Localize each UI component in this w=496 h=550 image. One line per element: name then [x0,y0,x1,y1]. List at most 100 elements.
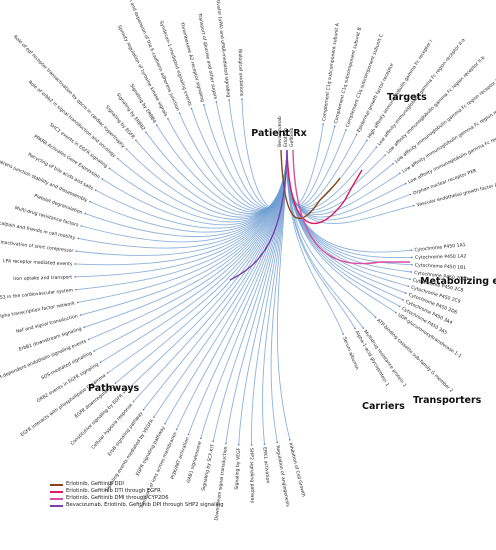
leaf-node [395,311,397,314]
leaf-node [203,103,205,106]
leaf-node [74,276,76,278]
pathways-label: Biological oxidations [237,49,245,97]
highlight-path [292,149,410,265]
leaf-node [80,225,83,227]
edge [286,149,406,218]
leaf-node [228,99,230,101]
legend-swatch [50,497,63,500]
leaf-node [175,428,178,431]
leaf-node [164,422,166,425]
edge [286,149,376,318]
category-pathways: Pathways [88,383,140,394]
leaf-node [276,441,279,444]
leaf-node [409,278,411,280]
pathways-label: SHP2 signaling pathway [248,448,255,504]
leaf-node [225,442,227,445]
pathways-label: GAB1 signalosome [186,440,204,483]
legend-swatch [50,504,63,507]
edge-bundle [74,98,415,446]
legend-item: Erlotinib, Gefitinib DTI through EGFR [50,488,224,495]
leaf-node [84,212,86,215]
legend-item: Erlotinib, Gefitinib DDI [50,481,224,488]
legend-label: Bevacizumab, Erlotinib, Gefitinib DPI th… [66,502,224,508]
pathways-label: Role of egf receptor transactivation by … [12,34,126,149]
leaf-node [212,440,215,443]
leaf-node [237,443,240,446]
edge [286,149,344,335]
leaf-node [375,146,378,148]
leaf-node [399,172,401,175]
leaf-node [89,200,91,203]
leaf-node [145,131,147,134]
edge [191,108,288,210]
leaf-labels: Complement C1q subcomponent subunit ACom… [0,0,496,521]
leaf-node [75,250,78,252]
pathways-label: Signaling by VEGF [234,447,242,490]
enzymes-label: Cytochrome P450 1B1 [415,262,467,271]
leaf-node [366,139,368,142]
edge [203,104,288,209]
leaf-node [108,167,111,170]
leaf-node [409,193,412,196]
leaf-node [99,361,102,364]
leaf-node [142,408,145,411]
leaf-node [167,117,169,120]
edge [286,149,409,287]
pathways-label: Syndecan-1-mediated signaling events [158,20,193,107]
leaf-node [402,299,404,301]
leaf-node [76,301,79,304]
leaf-node [413,204,415,207]
leaf-node [155,124,158,126]
leaf-node [410,271,413,273]
edge [286,149,397,313]
edge [215,101,288,209]
leaf-node [289,439,291,441]
leaf-node [132,400,135,403]
leaf-node [187,433,190,436]
pathways-label: ERK1 activation [261,447,270,484]
legend-item: Bevacizumab, Erlotinib, Gefitinib DPI th… [50,502,224,509]
leaf-node [87,338,90,341]
legend-label: Erlotinib, Gefitinib DTI through EGFR [66,488,161,494]
pathways-label: Cellular hypoxia response [90,402,134,451]
leaf-node [79,314,82,316]
pathways-label: Hypoxia and p53 in the cardiovascular sy… [0,287,74,304]
leaf-node [123,391,125,394]
pathways-label: Iron uptake and transport [13,274,72,282]
leaf-node [398,305,401,308]
leaf-node [190,107,193,110]
leaf-node [241,98,243,100]
leaf-node [333,125,336,128]
leaf-node [199,437,202,440]
leaf-node [114,382,117,384]
leaf-node [75,288,77,291]
leaf-node [153,416,155,418]
leaf-node [83,326,85,329]
leaf-node [384,154,387,156]
leaf-node [407,285,410,288]
targets-label: Low affinity immunoglobulin gamma Fc reg… [407,119,496,186]
leaf-node [250,444,253,446]
enzymes-label: Cytochrome P450 1A1 [414,242,466,253]
highlight-paths [229,149,410,281]
category-transporters: Transporters [413,395,482,406]
drug-label: Gefitinib [289,127,295,147]
leaf-node [135,139,137,142]
leaf-node [215,101,218,103]
enzymes-label: UDP-glucuronosyltransferase 1-1 [396,312,462,359]
legend-label: Erlotinib, Gefitinib DMI through CYP2D6 [66,495,169,501]
edge [115,149,288,384]
leaf-node [93,350,95,352]
pathways-label: ErbB signaling pathway [107,410,145,457]
carriers-label: Serum albumin [341,336,360,371]
leaf-node [405,292,407,294]
leaf-node [263,443,266,445]
leaf-node [77,237,80,240]
leaf-node [342,333,345,335]
highlight-path [280,149,341,219]
leaf-node [392,162,394,165]
leaf-node [404,182,407,185]
pathways-label: LPA receptor mediated events [3,258,73,267]
